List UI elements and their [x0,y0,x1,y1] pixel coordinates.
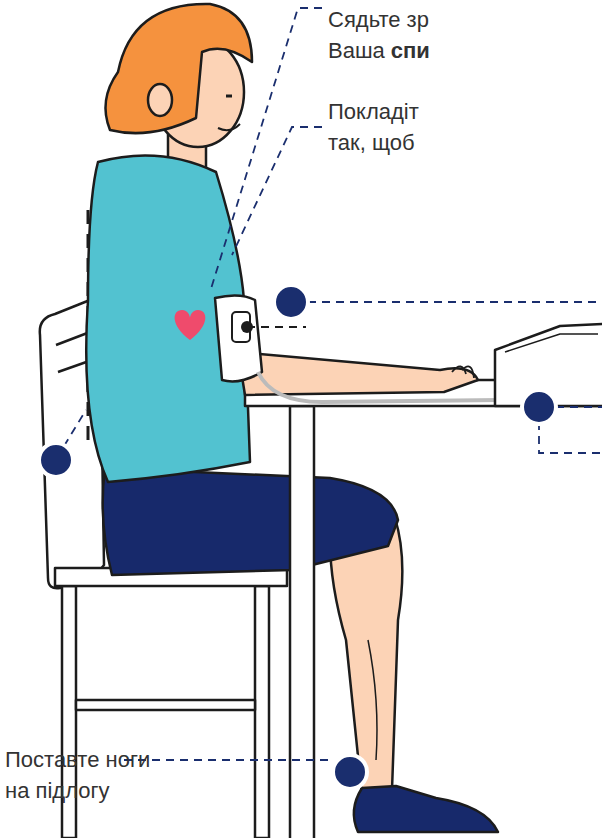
smile [218,124,240,130]
leader-lines [64,8,602,760]
monitor-screen [505,334,598,352]
fingers [452,366,474,378]
body [55,125,398,586]
eye [226,95,232,98]
callout-marker [333,755,367,789]
tube [258,372,500,402]
legs [330,518,498,832]
cuff [215,295,262,381]
chair-leg [255,586,269,838]
slipper [354,786,498,832]
instruction-text: Поставте ноги на підлогу [5,747,150,803]
leader-line [232,127,322,255]
heart-symbol [175,310,206,340]
lower-leg [330,518,402,795]
chair-crossbar [76,700,255,710]
callout-marker [39,443,73,477]
heart-level-line [247,326,306,328]
head [106,4,253,147]
callout-text: Покладіт так, щоб [328,96,458,158]
leg-line [368,640,377,760]
shorts [103,468,398,575]
table [245,380,602,838]
hair [106,4,253,133]
emphasis-text: спи [391,38,430,63]
table-leg [290,406,314,838]
leader-line [308,301,602,303]
callout-marker [522,390,556,424]
callout-text: Поставте ноги на підлогу [5,744,165,806]
callout-text: Сядьте зр Вашаспи [328,4,458,66]
instruction-text: Покладіт так, щоб [328,99,419,155]
leader-line [210,8,322,292]
heart-level-dot [241,321,253,333]
callout-marker [274,285,308,319]
ear [148,84,172,116]
leader-line [124,759,334,761]
callout-markers [39,285,556,789]
leader-line [64,410,86,446]
